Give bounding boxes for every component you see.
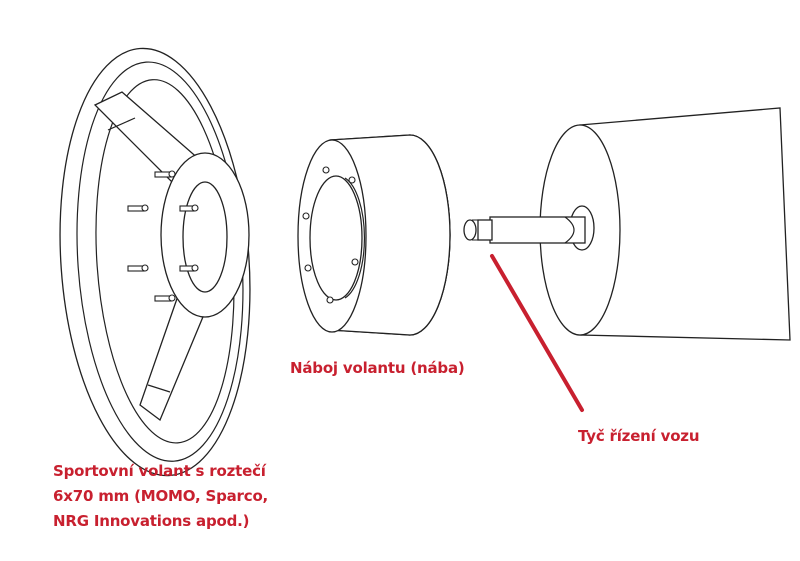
hub-label: Náboj volantu (nába) bbox=[290, 359, 465, 377]
wheel-label: Sportovní volant s roztečí 6x70 mm (MOMO… bbox=[53, 459, 268, 534]
column-label: Tyč řízení vozu bbox=[578, 427, 700, 445]
wheel-bolts bbox=[127, 170, 199, 302]
wheel-hub-plate bbox=[160, 152, 250, 318]
steering-column bbox=[463, 107, 791, 341]
pointer-line bbox=[490, 254, 584, 412]
wheel-label-line-1: Sportovní volant s roztečí bbox=[53, 462, 266, 480]
wheel-label-line-3: NRG Innovations apod.) bbox=[53, 512, 250, 530]
hub-adapter bbox=[297, 134, 451, 336]
wheel-label-line-2: 6x70 mm (MOMO, Sparco, bbox=[53, 487, 269, 505]
